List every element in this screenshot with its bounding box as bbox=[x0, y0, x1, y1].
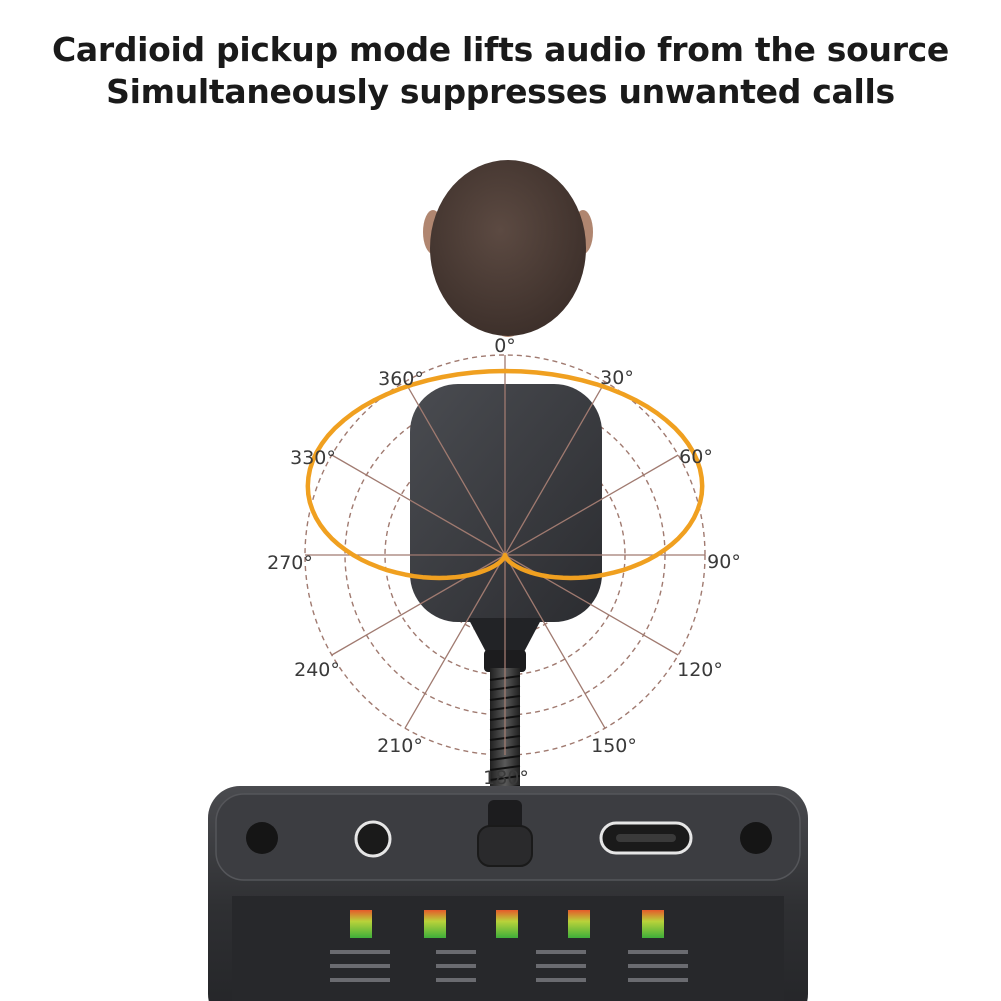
head-icon bbox=[423, 160, 593, 337]
polar-radial-line bbox=[404, 381, 506, 556]
polar-radial-line bbox=[331, 454, 506, 556]
screw-icon bbox=[740, 822, 772, 854]
polar-radial-line bbox=[504, 381, 606, 556]
angle-label-210: 210° bbox=[377, 735, 423, 757]
angle-label-30: 30° bbox=[600, 367, 634, 389]
polar-radial-line bbox=[504, 554, 606, 729]
angle-label-360: 360° bbox=[378, 368, 424, 390]
angle-label-0: 0° bbox=[494, 335, 516, 357]
polar-radial-line bbox=[504, 454, 679, 556]
usb-c-port-icon bbox=[599, 821, 693, 855]
angle-label-120: 120° bbox=[677, 659, 723, 681]
cardioid-pickup-pattern bbox=[305, 368, 705, 581]
headphone-jack-icon bbox=[354, 820, 392, 858]
angle-label-180: 180° bbox=[483, 767, 529, 789]
angle-label-330: 330° bbox=[290, 447, 336, 469]
sound-card-device bbox=[208, 786, 808, 1001]
polar-radial-line bbox=[404, 554, 506, 729]
angle-label-60: 60° bbox=[679, 446, 713, 468]
level-meters bbox=[350, 910, 664, 938]
angle-label-150: 150° bbox=[591, 735, 637, 757]
angle-labels: 0° 30° 60° 90° 120° 150° 180° 210° 240° … bbox=[267, 335, 741, 789]
headline-line-1: Cardioid pickup mode lifts audio from th… bbox=[51, 30, 950, 69]
angle-label-270: 270° bbox=[267, 552, 313, 574]
microphone-icon bbox=[410, 384, 602, 808]
angle-label-90: 90° bbox=[707, 551, 741, 573]
angle-label-240: 240° bbox=[294, 659, 340, 681]
screw-icon bbox=[246, 822, 278, 854]
headline-line-2: Simultaneously suppresses unwanted calls bbox=[106, 72, 895, 111]
